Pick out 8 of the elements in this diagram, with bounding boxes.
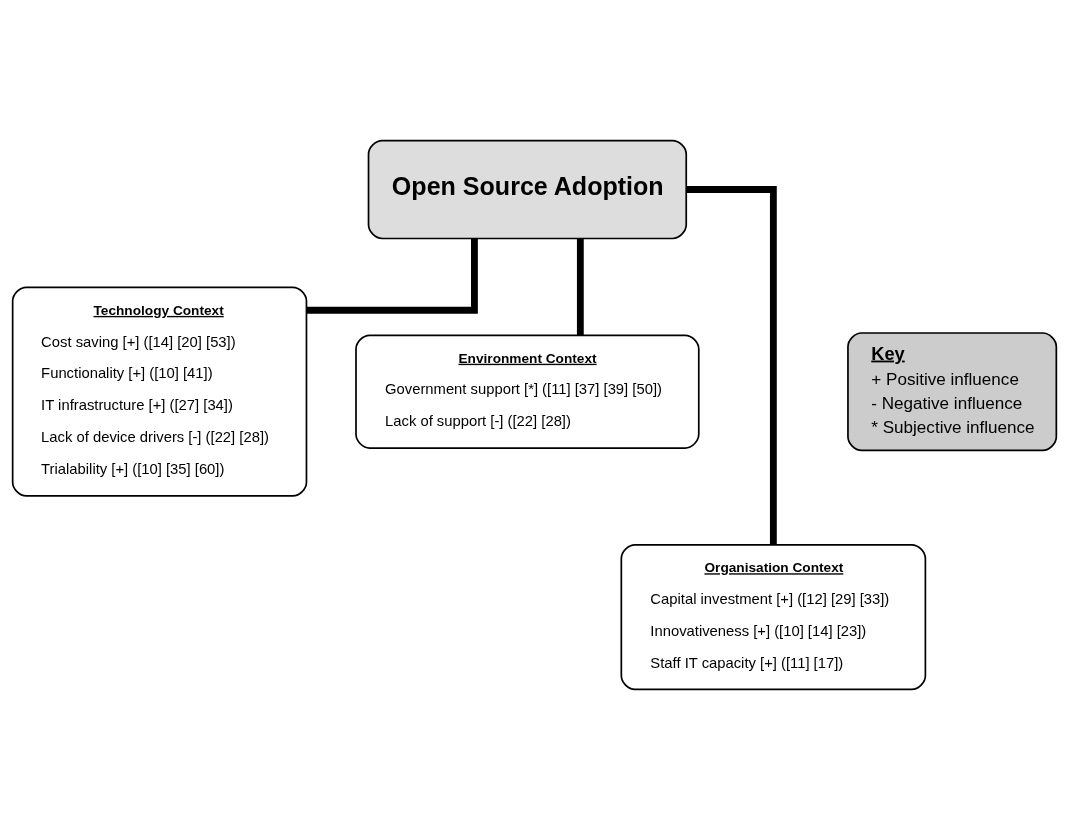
node-box: Open Source Adoption bbox=[367, 139, 688, 240]
node-box: Environment Context Government support [*] ([11] [37] [39] [50]) Lack of support [-] ([22] [28]) bbox=[355, 334, 700, 449]
node-box: Key + Positive influence - Negative influence * Subjective influence bbox=[847, 332, 1058, 452]
node-box: Organisation Context Capital investment [+] ([12] [29] [33]) Innovativeness [+] ([10] [14] [23]) Staff IT capacity [+] ([11] [17]) bbox=[620, 543, 927, 691]
connector bbox=[686, 186, 777, 545]
connector bbox=[306, 238, 478, 314]
connector bbox=[576, 238, 584, 336]
node-box: Technology Context Cost saving [+] ([14] [20] [53]) Functionality [+] ([10] [41]) IT infrastructure [+] ([27] [34]) Lack of device drivers [-] ([22] [28]) Trialability [+] ([10] [35] [60]) bbox=[11, 286, 308, 497]
